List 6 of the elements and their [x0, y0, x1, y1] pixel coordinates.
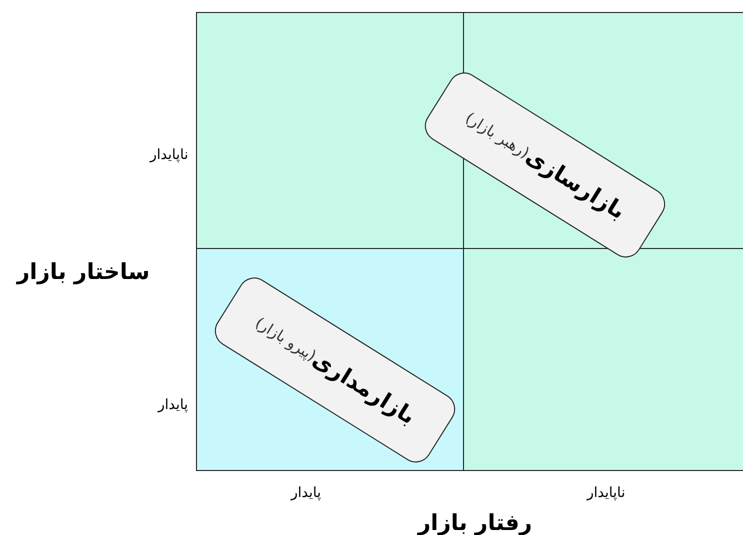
- axis-title: رفتار بازار: [418, 510, 532, 535]
- axis-tick-label: پایدار: [158, 397, 188, 413]
- axis-title: ساختار بازار: [17, 260, 150, 284]
- axis-tick-label: ناپایدار: [587, 485, 626, 501]
- axis-tick-label: پایدار: [291, 485, 322, 501]
- axis-tick-label: ناپایدار: [150, 147, 188, 163]
